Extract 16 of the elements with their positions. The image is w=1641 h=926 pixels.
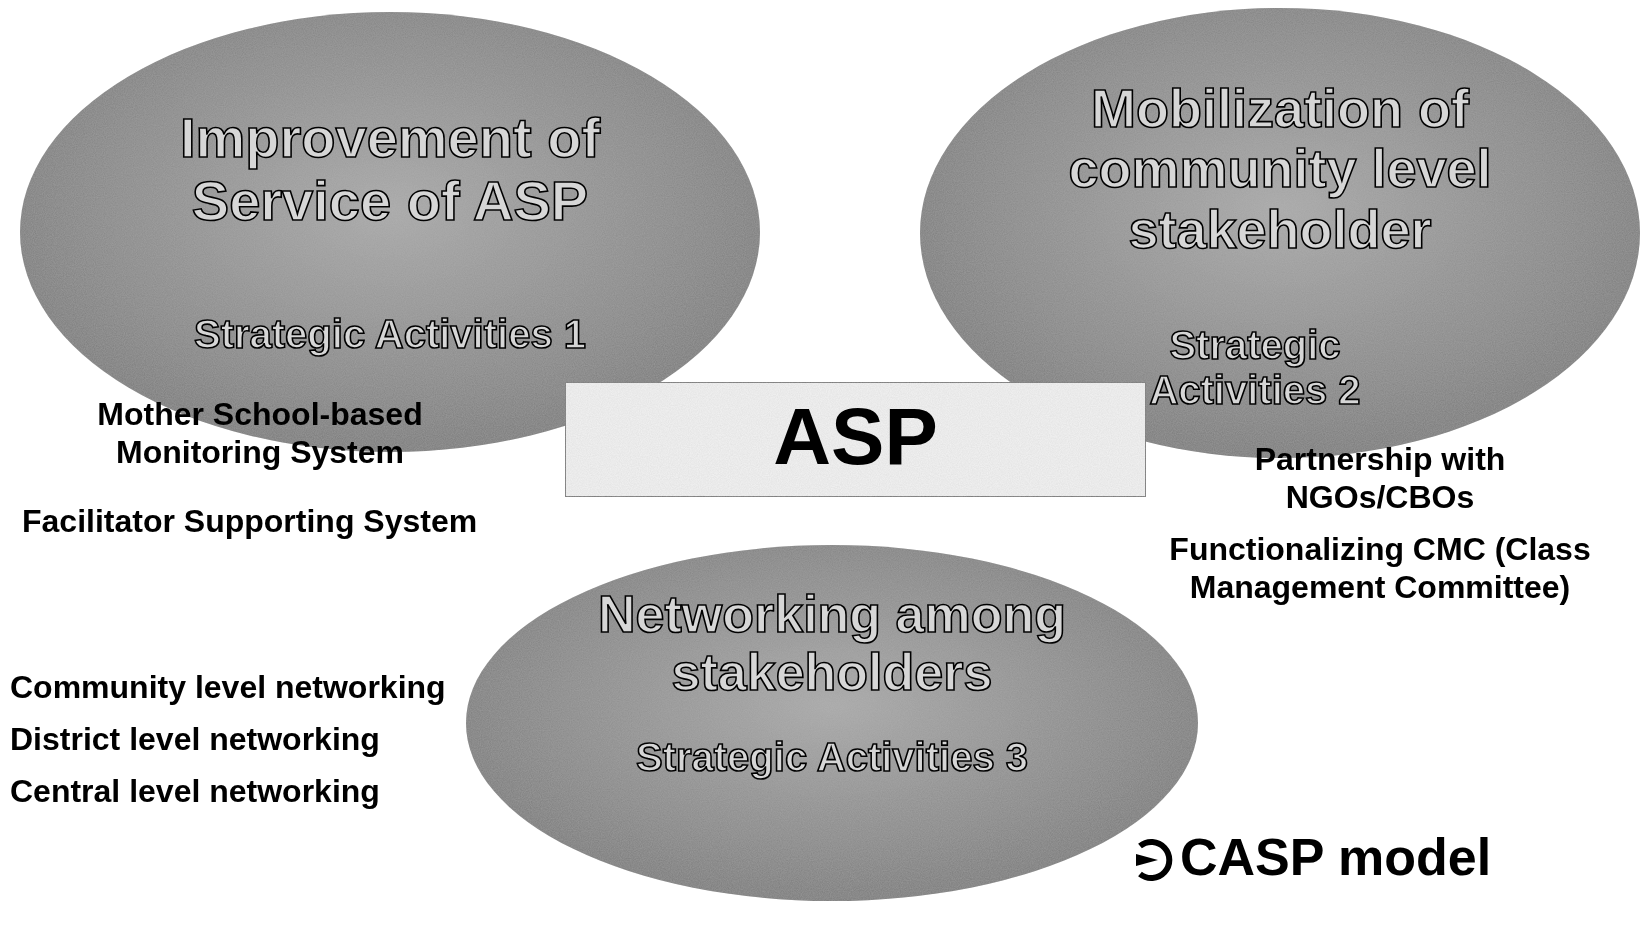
- model-label: CASP model: [1180, 827, 1492, 888]
- ellipse-title: Improvement of Service of ASP: [178, 107, 602, 233]
- note-text: Mother School-based Monitoring System: [96, 395, 424, 472]
- note-text: Partnership with NGOs/CBOs: [1253, 440, 1507, 517]
- note-text: District level networking: [10, 720, 381, 759]
- ellipse-subtitle: Strategic Activities 3: [635, 735, 1029, 780]
- ellipse-title: Mobilization of community level stakeholder: [1067, 78, 1493, 260]
- center-label: ASP: [772, 392, 939, 482]
- note-text: Facilitator Supporting System: [22, 502, 479, 541]
- center-box: [565, 382, 1146, 497]
- ellipse-subtitle: Strategic Activities 1: [193, 312, 587, 357]
- note-text: Functionalizing CMC (Class Management Committee): [1168, 530, 1592, 607]
- note-text: Community level networking: [10, 668, 447, 707]
- ellipse-title: Networking among stakeholders: [597, 585, 1067, 702]
- note-text: Central level networking: [10, 772, 381, 811]
- ellipse-subtitle: Strategic Activities 2: [1148, 323, 1362, 413]
